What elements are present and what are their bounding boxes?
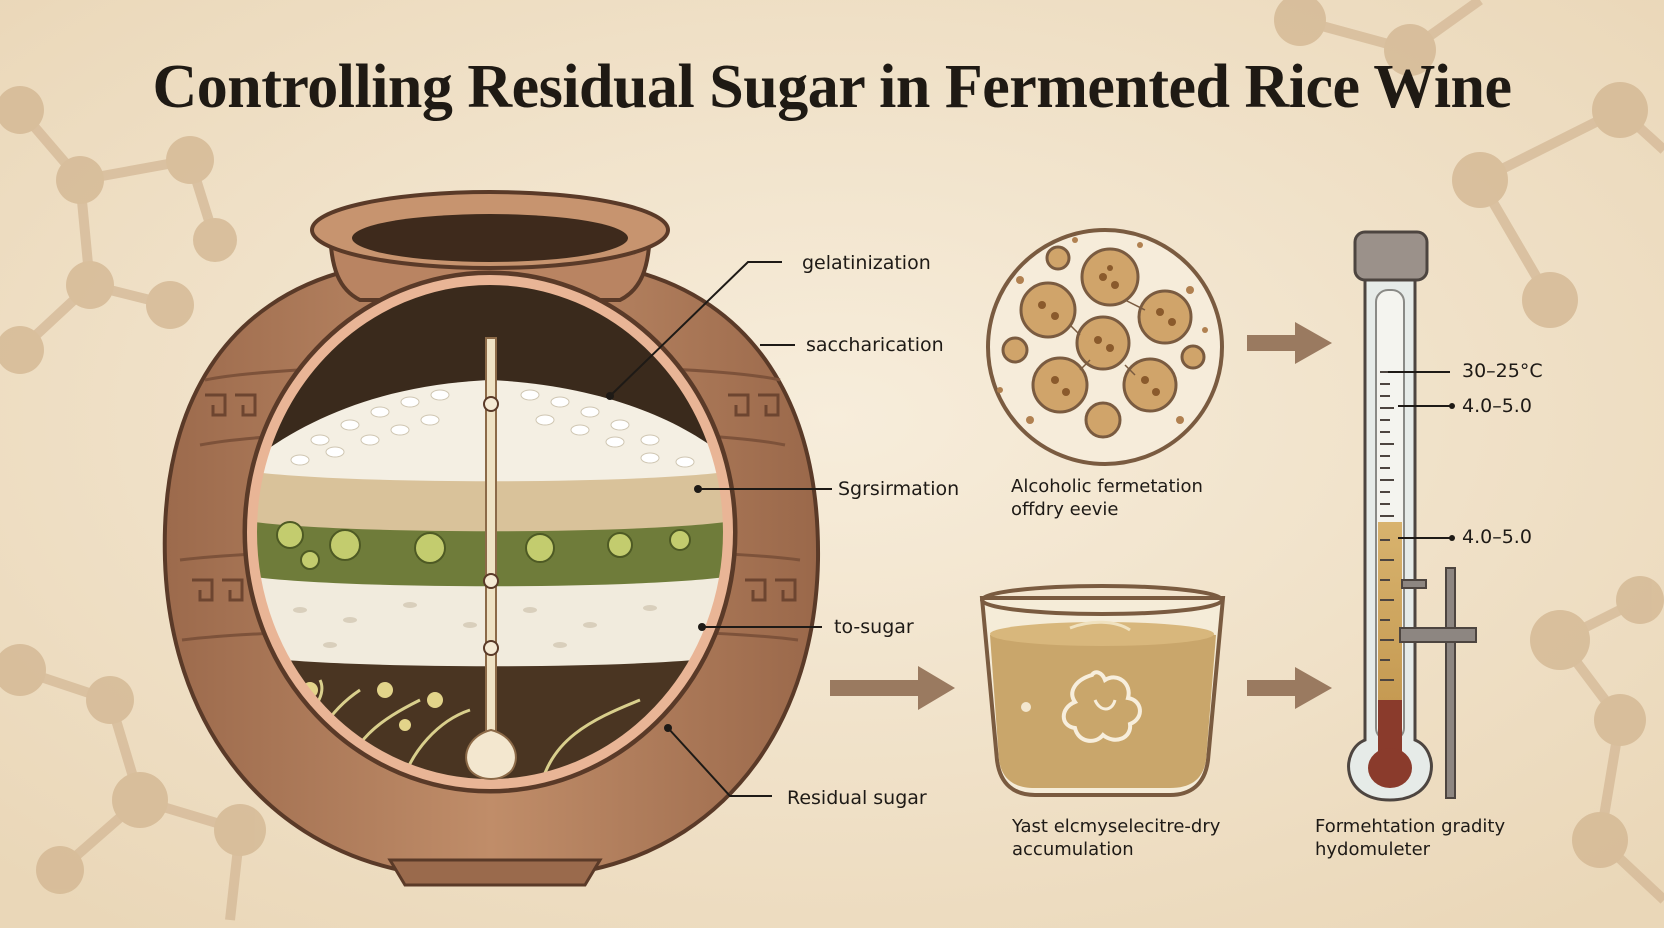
microscope-caption: Alcoholic fermetation offdry eevie [1011,475,1203,521]
label-saccharication: saccharication [806,334,944,356]
molecule-decoration-icon [1530,576,1664,904]
reading-upper: 4.0–5.0 [1462,395,1532,417]
wine-bowl-icon [979,584,1226,797]
hydrometer-caption-line1: Formehtation gradity [1315,816,1506,837]
hydrometer-icon [1347,230,1477,802]
molecule-decoration-icon [0,86,237,374]
molecule-decoration-icon [0,644,266,921]
microscope-caption-line2: offdry eevie [1011,499,1119,520]
bowl-caption-line2: accumulation [1012,839,1134,860]
label-gelatinization: gelatinization [802,252,931,274]
reading-temperature: 30–25°C [1462,360,1543,382]
page-title: Controlling Residual Sugar in Fermented … [152,53,1512,121]
label-residual-sugar: Residual sugar [787,787,927,809]
molecule-decoration-icon [1274,0,1664,328]
hydrometer-caption-line2: hydomuleter [1315,839,1431,860]
label-to-sugar: to-sugar [834,616,914,638]
bowl-caption-line1: Yast elcmyselecitre-dry [1012,816,1221,837]
arrow-right-icon [830,666,955,710]
hydrometer-caption: Formehtation gradity hydomuleter [1315,815,1505,861]
reading-lower: 4.0–5.0 [1462,526,1532,548]
microscope-caption-line1: Alcoholic fermetation [1011,476,1203,497]
microscope-yeast-cells-icon [986,228,1224,466]
bowl-caption: Yast elcmyselecitre-dry accumulation [1012,815,1220,861]
arrow-right-icon [1247,667,1332,709]
label-sgrsirmation: Sgrsirmation [838,478,960,500]
clay-jar-cross-section-icon [162,190,832,887]
arrow-right-icon [1247,322,1332,364]
